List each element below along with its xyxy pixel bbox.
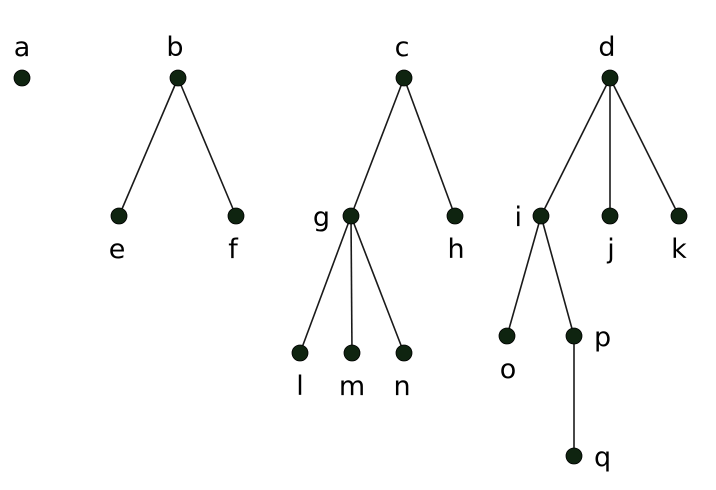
edge-b-e [118, 77, 179, 217]
node-label-k: k [671, 234, 687, 265]
edge-g-l [299, 215, 352, 354]
node-label-g: g [313, 202, 330, 233]
node-label-l: l [296, 371, 304, 402]
node-label-b: b [166, 32, 183, 63]
edge-b-f [177, 77, 237, 217]
node-f [227, 207, 245, 225]
edge-c-g [350, 77, 405, 217]
node-label-q: q [594, 442, 611, 473]
node-a [13, 69, 31, 87]
node-label-d: d [598, 32, 615, 63]
edge-d-i [540, 77, 611, 217]
node-label-i: i [514, 202, 522, 233]
node-label-p: p [594, 322, 611, 353]
edge-g-m [350, 215, 353, 354]
edge-layer [118, 77, 680, 456]
node-label-j: j [606, 234, 615, 265]
edge-d-k [609, 77, 680, 217]
edge-g-n [350, 215, 405, 354]
node-h [446, 207, 464, 225]
node-label-n: n [393, 371, 410, 402]
node-b [169, 69, 187, 87]
node-q [565, 447, 583, 465]
node-g [342, 207, 360, 225]
node-label-a: a [14, 32, 31, 63]
node-label-f: f [228, 234, 239, 265]
node-n [395, 344, 413, 362]
node-p [565, 327, 583, 345]
node-label-c: c [395, 32, 410, 63]
node-m [343, 344, 361, 362]
node-label-e: e [109, 234, 126, 265]
node-layer [13, 69, 688, 465]
node-l [291, 344, 309, 362]
node-d [601, 69, 619, 87]
edge-i-p [540, 215, 575, 337]
node-label-h: h [447, 234, 464, 265]
node-j [601, 207, 619, 225]
node-label-o: o [500, 354, 517, 385]
node-o [498, 327, 516, 345]
edge-c-h [403, 77, 456, 217]
node-label-m: m [339, 371, 365, 402]
node-c [395, 69, 413, 87]
node-e [110, 207, 128, 225]
edge-i-o [506, 215, 542, 337]
node-k [670, 207, 688, 225]
node-i [532, 207, 550, 225]
